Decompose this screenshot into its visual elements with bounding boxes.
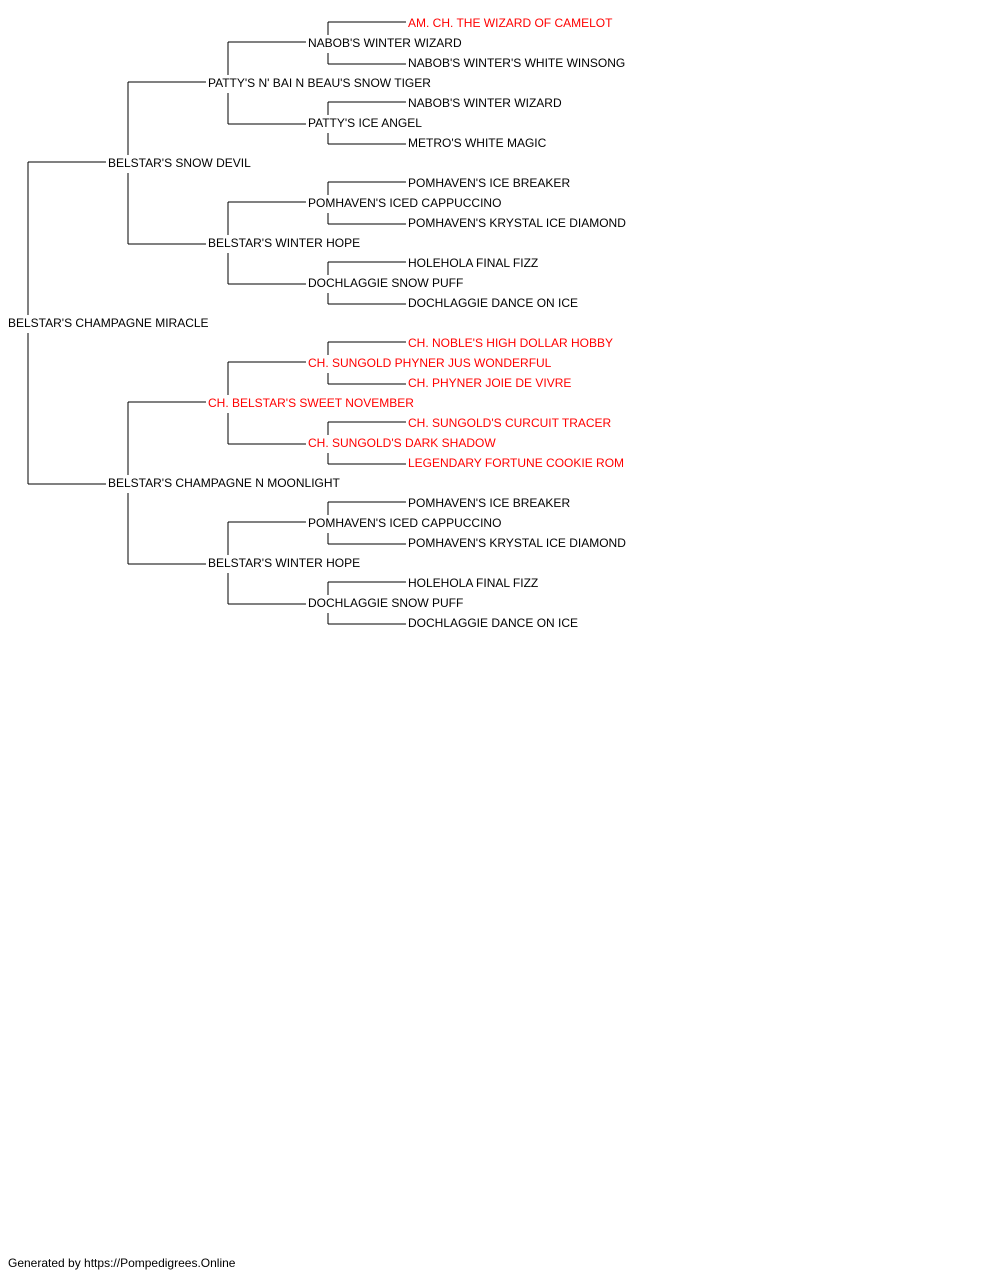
pedigree-name-dam-sire: CH. BELSTAR'S SWEET NOVEMBER (208, 396, 414, 410)
pedigree-name-sire-sire: PATTY'S N' BAI N BEAU'S SNOW TIGER (208, 76, 431, 90)
pedigree-name-dam-sire-dam: CH. SUNGOLD'S DARK SHADOW (308, 436, 496, 450)
pedigree-name-sire-dam-dam-sire: HOLEHOLA FINAL FIZZ (408, 256, 538, 270)
pedigree-name-sire-dam-sire-sire: POMHAVEN'S ICE BREAKER (408, 176, 570, 190)
pedigree-name-dam-dam-sire-sire: POMHAVEN'S ICE BREAKER (408, 496, 570, 510)
pedigree-name-sire-dam-dam-dam: DOCHLAGGIE DANCE ON ICE (408, 296, 578, 310)
pedigree-name-dam-sire-sire-dam: CH. PHYNER JOIE DE VIVRE (408, 376, 571, 390)
pedigree-name-dam-sire-sire-sire: CH. NOBLE'S HIGH DOLLAR HOBBY (408, 336, 613, 350)
pedigree-name-dam-dam-dam: DOCHLAGGIE SNOW PUFF (308, 596, 463, 610)
pedigree-name-dam-dam-sire: POMHAVEN'S ICED CAPPUCCINO (308, 516, 501, 530)
pedigree-name-dam-dam: BELSTAR'S WINTER HOPE (208, 556, 360, 570)
pedigree-name-dam-sire-dam-dam: LEGENDARY FORTUNE COOKIE ROM (408, 456, 624, 470)
pedigree-name-dam: BELSTAR'S CHAMPAGNE N MOONLIGHT (108, 476, 341, 490)
pedigree-name-dam-dam-dam-sire: HOLEHOLA FINAL FIZZ (408, 576, 538, 590)
pedigree-name-sire-sire-sire-dam: NABOB'S WINTER'S WHITE WINSONG (408, 56, 625, 70)
pedigree-name-dam-dam-sire-dam: POMHAVEN'S KRYSTAL ICE DIAMOND (408, 536, 626, 550)
pedigree-name-sire-dam-dam: DOCHLAGGIE SNOW PUFF (308, 276, 463, 290)
pedigree-name-sire: BELSTAR'S SNOW DEVIL (108, 156, 251, 170)
pedigree-name-sire-dam-sire-dam: POMHAVEN'S KRYSTAL ICE DIAMOND (408, 216, 626, 230)
pedigree-name-sire-sire-dam: PATTY'S ICE ANGEL (308, 116, 422, 130)
pedigree-name-sire-sire-dam-sire: NABOB'S WINTER WIZARD (408, 96, 562, 110)
pedigree-name-dam-sire-dam-sire: CH. SUNGOLD'S CURCUIT TRACER (408, 416, 612, 430)
pedigree-name-dam-dam-dam-dam: DOCHLAGGIE DANCE ON ICE (408, 616, 578, 630)
pedigree-name-sire-dam-sire: POMHAVEN'S ICED CAPPUCCINO (308, 196, 501, 210)
pedigree-name-sire-sire-dam-dam: METRO'S WHITE MAGIC (408, 136, 547, 150)
pedigree-name-sire-sire-sire-sire: AM. CH. THE WIZARD OF CAMELOT (408, 16, 613, 30)
pedigree-name-: BELSTAR'S CHAMPAGNE MIRACLE (8, 316, 209, 330)
pedigree-name-dam-sire-sire: CH. SUNGOLD PHYNER JUS WONDERFUL (308, 356, 552, 370)
generated-by-footer: Generated by https://Pompedigrees.Online (8, 1256, 236, 1270)
pedigree-name-sire-dam: BELSTAR'S WINTER HOPE (208, 236, 360, 250)
pedigree-name-sire-sire-sire: NABOB'S WINTER WIZARD (308, 36, 462, 50)
